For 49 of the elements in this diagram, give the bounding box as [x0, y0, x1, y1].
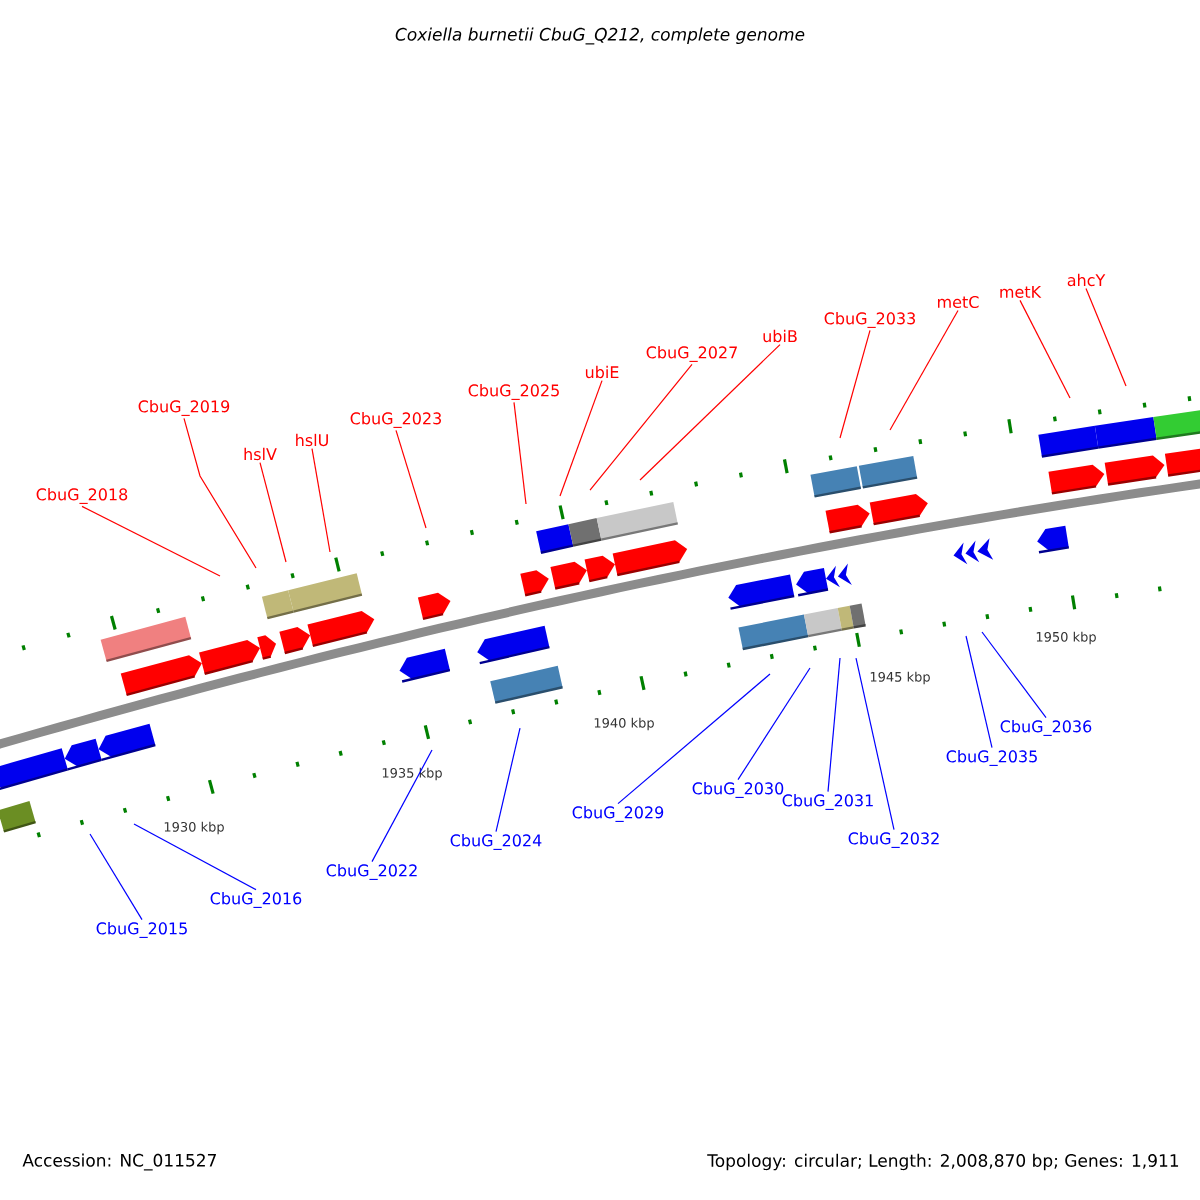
gene-label: hslU: [296, 433, 328, 447]
gene-label: CbuG_2030: [692, 782, 784, 798]
leader-line: [827, 657, 841, 793]
title: Coxiella burnetii CbuG_Q212, complete genome: [395, 27, 805, 45]
gene-label: CbuG_2033: [824, 312, 915, 328]
leader-line: [1085, 288, 1127, 387]
gene-label: CbuG_2023: [350, 412, 441, 428]
leader-line: [639, 344, 781, 481]
leader-line: [495, 727, 521, 833]
leader-line: [311, 448, 331, 553]
gene-label: ubiB: [763, 329, 797, 343]
gene-label: CbuG_2016: [210, 892, 302, 908]
leader-line: [395, 429, 427, 529]
leader-line: [133, 823, 257, 891]
leader-line: [617, 673, 771, 805]
gene-label: CbuG_2035: [946, 750, 1037, 766]
leader-line: [183, 417, 257, 569]
leader-line: [259, 462, 287, 563]
gene-label: CbuG_2027: [646, 346, 737, 362]
gene-label: hslV: [244, 447, 277, 461]
leader-line: [559, 380, 603, 497]
leader-line: [89, 833, 143, 921]
gene-label: metC: [938, 295, 979, 309]
leader-line: [839, 329, 871, 439]
gene-label: CbuG_2029: [572, 806, 664, 822]
gene-label: CbuG_2032: [848, 832, 939, 848]
gene-label: CbuG_2024: [450, 834, 542, 850]
gene-label: CbuG_2036: [1000, 720, 1092, 736]
leader-line: [1019, 299, 1071, 399]
gene-label: metK: [1000, 286, 1042, 298]
gene-label: CbuG_2025: [468, 384, 559, 400]
leader-line: [889, 309, 959, 431]
gene-label: CbuG_2019: [138, 400, 230, 416]
gene-label: CbuG_2022: [326, 864, 417, 880]
gene-label: ubiE: [585, 365, 619, 379]
footer-text: Topology: circular; Length: 2,008,870 bp; Genes: 1,911: [707, 1153, 1179, 1171]
leader-line: [965, 635, 993, 749]
leader-line: [737, 667, 811, 781]
gene-label: CbuG_2018: [36, 488, 128, 504]
leader-line: [589, 363, 693, 491]
leader-line: [513, 401, 527, 505]
leader-line: [371, 749, 433, 863]
gene-label: CbuG_2031: [782, 794, 873, 810]
gene-label: CbuG_2015: [96, 922, 187, 938]
leader-line: [981, 631, 1047, 719]
leader-line: [81, 505, 221, 577]
footer-text: Accession: NC_011527: [22, 1153, 216, 1171]
leader-line: [855, 657, 895, 831]
gene-label: ahcY: [1067, 273, 1106, 287]
